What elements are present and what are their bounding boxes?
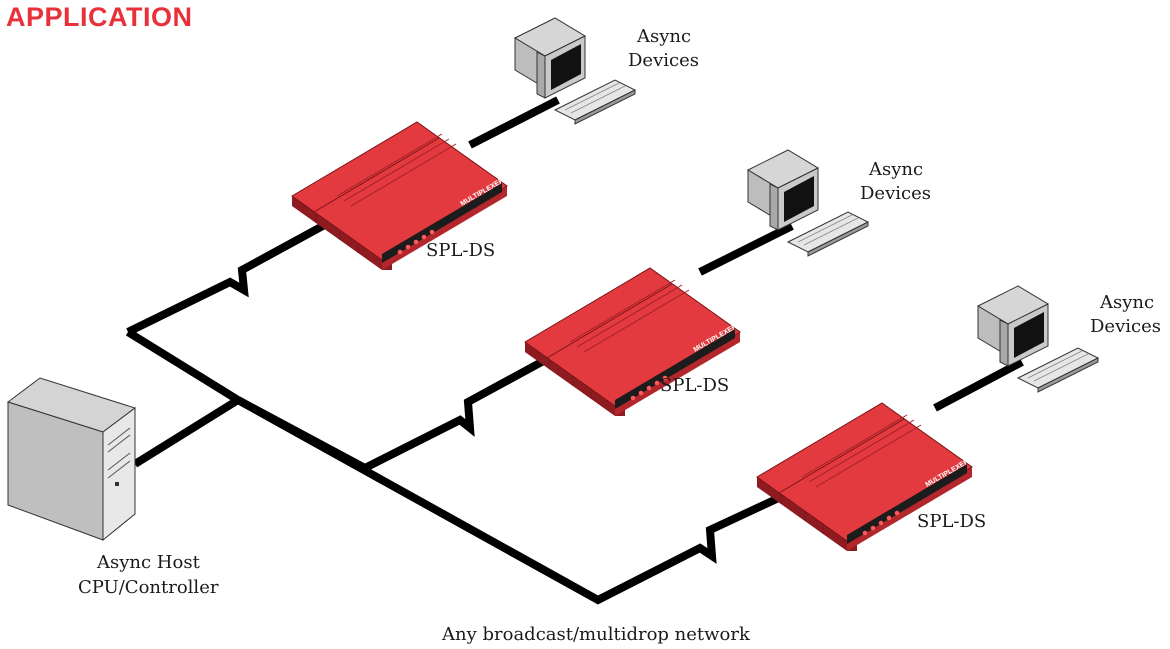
link-to-mux-2: [125, 328, 562, 473]
mux-1-label: SPL-DS: [426, 240, 495, 261]
terminal-1-label-line1: Async: [636, 26, 691, 47]
link-mux2-terminal2: [698, 222, 794, 276]
terminal-3-label-line1: Async: [1099, 292, 1154, 313]
terminal-2-label-line1: Async: [868, 159, 923, 180]
mux-2-label: SPL-DS: [660, 375, 729, 396]
terminal-2-label-line2: Devices: [860, 183, 931, 204]
terminal-1-label-line2: Devices: [628, 50, 699, 71]
terminal-3-label-line2: Devices: [1090, 316, 1161, 337]
link-to-host: [132, 396, 241, 468]
network-label: Any broadcast/multidrop network: [441, 624, 751, 645]
link-mux1-terminal1: [468, 96, 560, 149]
mux-3-label: SPL-DS: [917, 511, 986, 532]
link-mux3-terminal3: [933, 358, 1024, 412]
network-lines: [125, 96, 1024, 605]
host-label-line2: CPU/Controller: [78, 577, 219, 598]
host-server-icon: [6, 377, 137, 542]
host-label-line1: Async Host: [96, 552, 201, 573]
terminal-1: [514, 17, 636, 125]
page-title: APPLICATION: [6, 2, 193, 32]
link-to-mux-3: [236, 396, 802, 605]
link-to-mux-1: [126, 218, 332, 336]
